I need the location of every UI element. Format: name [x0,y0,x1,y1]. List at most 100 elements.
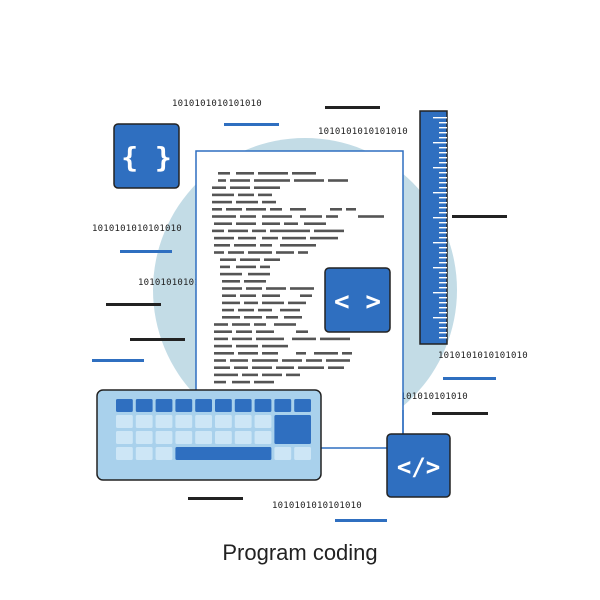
ruler-icon [419,110,448,345]
code-line [330,208,342,211]
code-line [266,287,286,290]
badge-box [386,433,451,498]
code-line [314,352,338,355]
code-line [258,193,272,197]
ruler-tick [439,322,447,324]
code-line [244,316,262,319]
dash [92,359,144,362]
dash [432,412,488,415]
ruler-tick [439,337,447,339]
ruler-tick [439,282,447,284]
code-line [262,236,278,240]
code-line [222,287,242,290]
keyboard-key [294,399,311,412]
code-line [358,215,384,218]
code-line [262,294,280,297]
code-line [234,366,248,369]
code-line [296,330,308,333]
code-line [262,301,284,305]
code-line [260,265,270,269]
code-line [310,236,338,240]
keyboard-key [234,431,252,444]
code-line [294,179,324,182]
code-line [244,280,266,283]
code-line [252,359,278,362]
ruler-tick [439,227,447,229]
keyboard-key [116,447,133,460]
keyboard-key [155,399,173,412]
code-line [262,352,278,355]
code-line [240,258,260,261]
code-line [342,352,352,355]
code-line [232,380,250,384]
code-line [234,244,256,247]
code-line [254,323,266,326]
code-line [300,294,312,297]
code-line [292,172,316,175]
ruler-tick [433,242,447,244]
code-line [282,236,306,240]
ruler-tick [439,137,447,139]
dash [443,377,496,380]
code-line [212,215,236,218]
keyboard-key [195,415,212,428]
code-line [280,244,316,247]
enter-key [274,415,311,444]
code-line [236,172,254,175]
ruler-tick [433,167,447,169]
code-line [222,301,240,305]
dash [325,106,380,109]
ruler-tick [433,142,447,144]
code-line [304,222,326,225]
ruler-tick [439,127,447,129]
code-line [212,208,222,211]
ruler-tick [439,302,447,304]
code-line [238,236,256,240]
ruler-tick [439,157,447,159]
keyboard-key [175,399,193,412]
code-line [214,330,232,333]
code-line [252,366,272,369]
badge-label: { } [121,141,172,174]
code-line [222,280,240,283]
ruler-tick [439,162,447,164]
keyboard-key [215,431,232,444]
code-line [254,186,280,189]
code-line [248,251,272,254]
keyboard-key [116,431,133,444]
code-line [214,323,228,326]
keyboard-key [175,415,193,428]
keyboard-keys [116,399,311,460]
keyboard-key [116,415,133,428]
keyboard-key [274,447,292,460]
ruler-tick [433,117,447,119]
code-line [246,287,262,290]
dash [452,215,507,218]
ruler-tick [439,287,447,289]
code-line [222,308,234,312]
code-line [306,359,322,362]
keyboard-key [234,415,252,428]
code-line [236,344,258,348]
keyboard-key [155,447,173,460]
binary-string: 1010101010101010 [438,351,528,361]
keyboard-key [135,415,153,428]
code-line [244,301,258,305]
code-line [214,251,224,254]
code-line [226,208,242,211]
code-line [314,229,344,233]
curly-braces-icon: { } [113,123,180,189]
code-line [258,308,272,312]
code-line [230,359,248,362]
keyboard-key [195,431,212,444]
code-line [328,179,348,182]
code-line [262,373,282,377]
code-line [270,229,310,233]
code-line [230,179,250,182]
binary-string: 1010101010101010 [318,127,408,137]
code-line [214,222,232,225]
code-line [214,352,234,355]
dash [106,303,161,306]
keyboard-key [135,431,153,444]
